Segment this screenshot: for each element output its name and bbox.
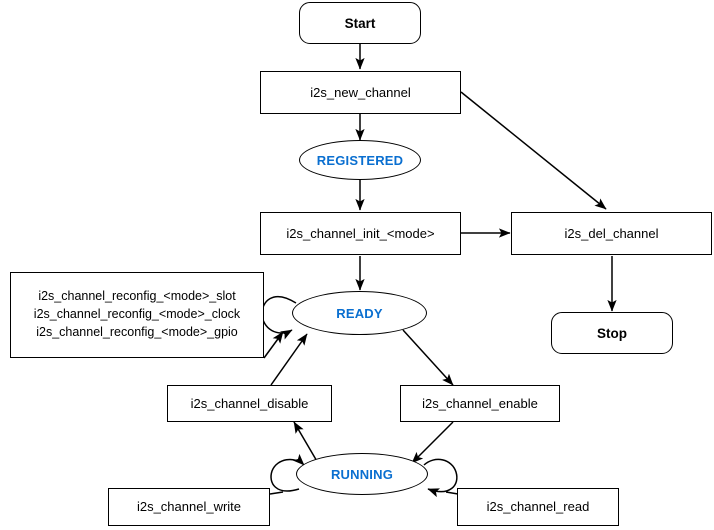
edge-reconfig-to-ready xyxy=(263,331,284,359)
node-state-running-label: RUNNING xyxy=(330,466,394,482)
node-state-running[interactable]: RUNNING xyxy=(296,453,428,495)
node-start[interactable]: Start xyxy=(299,2,421,44)
node-i2s-channel-reconfig[interactable]: i2s_channel_reconfig_<mode>_slot i2s_cha… xyxy=(10,272,264,358)
node-state-ready-label: READY xyxy=(336,305,383,321)
node-state-ready[interactable]: READY xyxy=(292,291,427,335)
node-i2s-channel-init[interactable]: i2s_channel_init_<mode> xyxy=(260,212,461,255)
node-i2s-channel-read-label: i2s_channel_read xyxy=(486,499,590,515)
node-i2s-channel-write-label: i2s_channel_write xyxy=(136,499,242,515)
node-i2s-del-channel-label: i2s_del_channel xyxy=(564,225,659,241)
reconfig-line-clock: i2s_channel_reconfig_<mode>_clock xyxy=(33,307,241,322)
edge-running-self-loop-right xyxy=(423,458,458,498)
node-i2s-del-channel[interactable]: i2s_del_channel xyxy=(511,212,712,255)
node-i2s-channel-write[interactable]: i2s_channel_write xyxy=(108,488,270,526)
node-i2s-channel-disable-label: i2s_channel_disable xyxy=(190,395,309,411)
edge-new-channel-to-del-channel xyxy=(460,91,607,210)
node-i2s-channel-disable[interactable]: i2s_channel_disable xyxy=(167,385,332,422)
edge-channel-disable-to-ready xyxy=(270,333,308,386)
node-i2s-channel-read[interactable]: i2s_channel_read xyxy=(457,488,619,526)
node-stop[interactable]: Stop xyxy=(551,312,673,354)
edge-ready-to-channel-enable xyxy=(402,329,454,386)
node-i2s-channel-init-label: i2s_channel_init_<mode> xyxy=(286,225,435,241)
node-i2s-new-channel-label: i2s_new_channel xyxy=(310,84,411,100)
node-state-registered-label: REGISTERED xyxy=(316,152,404,168)
edge-channel-enable-to-running xyxy=(411,421,454,464)
reconfig-line-gpio: i2s_channel_reconfig_<mode>_gpio xyxy=(36,324,238,339)
node-stop-label: Stop xyxy=(597,325,627,341)
edge-channel-read-to-running xyxy=(445,491,459,495)
node-i2s-channel-enable-label: i2s_channel_enable xyxy=(422,395,538,411)
node-start-label: Start xyxy=(344,15,376,31)
node-i2s-new-channel[interactable]: i2s_new_channel xyxy=(260,71,461,114)
edge-running-to-channel-disable xyxy=(293,421,319,464)
node-i2s-channel-enable[interactable]: i2s_channel_enable xyxy=(400,385,560,422)
reconfig-line-slot: i2s_channel_reconfig_<mode>_slot xyxy=(38,289,236,304)
edge-running-self-loop-left xyxy=(270,453,305,492)
edge-ready-self-loop xyxy=(261,296,297,340)
edge-channel-write-to-running xyxy=(269,491,284,495)
node-state-registered[interactable]: REGISTERED xyxy=(299,140,421,180)
